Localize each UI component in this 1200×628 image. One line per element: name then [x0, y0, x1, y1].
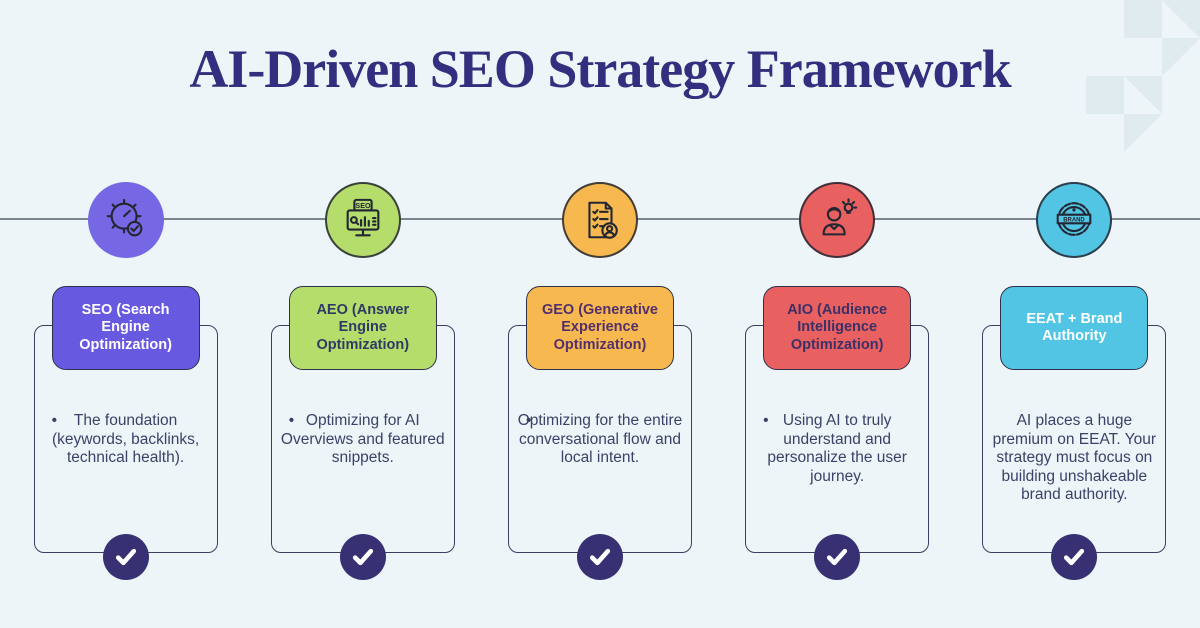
brand-badge-icon: BRAND: [1036, 182, 1113, 258]
stage-description: • Using AI to truly understand and perso…: [751, 412, 923, 486]
column-geo: GEO (Generative Experience Optimization)…: [481, 0, 718, 628]
stage-label: SEO (Search Engine Optimization): [51, 286, 200, 370]
stage-description: • The foundation (keywords, backlinks, t…: [40, 412, 212, 468]
bullet-point: •: [288, 412, 295, 429]
column-aio: AIO (Audience Intelligence Optimization)…: [719, 0, 956, 628]
stage-label: AIO (Audience Intelligence Optimization): [763, 286, 912, 370]
bullet-point: •: [51, 412, 58, 429]
column-eeat: BRAND EEAT + Brand Authority AI places a…: [956, 0, 1193, 628]
check-icon: [102, 534, 149, 580]
decor-square: [1124, 0, 1162, 38]
user-idea-icon: [799, 182, 876, 258]
svg-text:BRAND: BRAND: [1064, 218, 1086, 224]
bullet-point: •: [763, 412, 769, 429]
svg-text:SEO: SEO: [355, 202, 371, 210]
stage-label: EEAT + Brand Authority: [1000, 286, 1149, 370]
check-icon: [814, 534, 861, 580]
check-icon: [576, 534, 623, 580]
decor-triangle: [1162, 38, 1200, 76]
stage-description: • Optimizing for AI Overviews and featur…: [277, 412, 449, 468]
stage-label: AEO (Answer Engine Optimization): [288, 286, 437, 370]
stage-description: AI places a huge premium on EEAT. Your s…: [988, 412, 1160, 505]
checklist-user-icon: [561, 182, 638, 258]
framework-columns: SEO (Search Engine Optimization) • The f…: [7, 0, 1193, 628]
stage-description-text: AI places a huge premium on EEAT. Your s…: [992, 412, 1157, 504]
stage-label: GEO (Generative Experience Optimization): [525, 286, 674, 370]
stage-description: • Optimizing for the entire conversation…: [514, 412, 686, 468]
page-title: AI-Driven SEO Strategy Framework: [189, 39, 1011, 99]
gear-gauge-check-icon: [87, 182, 164, 258]
decor-triangle: [1124, 76, 1162, 114]
column-aeo: SEO AEO (Answer Engine Optimization) • O…: [244, 0, 481, 628]
check-icon: [339, 534, 386, 580]
stage-description-text: Optimizing for the entire conversational…: [517, 412, 683, 467]
stage-description-text: Optimizing for AI Overviews and featured…: [280, 412, 445, 467]
decor-triangle: [1162, 0, 1200, 38]
decor-square: [1086, 76, 1124, 114]
stage-description-text: Using AI to truly understand and persona…: [767, 412, 907, 485]
column-seo: SEO (Search Engine Optimization) • The f…: [7, 0, 244, 628]
bullet-point: •: [525, 412, 532, 429]
decor-triangle: [1124, 114, 1162, 152]
checker-pattern-decoration: [1086, 0, 1200, 152]
check-icon: [1051, 534, 1098, 580]
seo-monitor-icon: SEO: [324, 182, 401, 258]
stage-description-text: The foundation (keywords, backlinks, tec…: [51, 412, 200, 467]
